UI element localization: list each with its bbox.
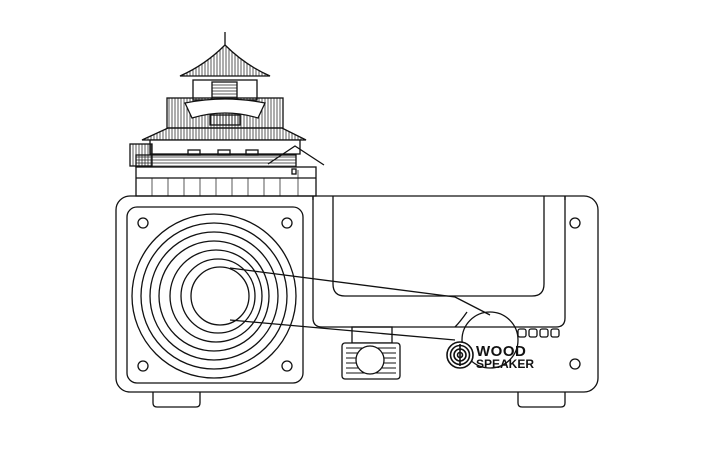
wood-rings-logo-icon [446, 341, 474, 369]
castle-base [135, 166, 317, 197]
speaker-body [115, 195, 599, 393]
castle-side-gable [267, 145, 325, 166]
castle-top-roof [179, 44, 271, 77]
top-compartment-outer [312, 196, 566, 328]
screw-icon [569, 358, 581, 370]
right-foot [517, 392, 566, 408]
screw-icon [137, 360, 149, 372]
castle [129, 32, 325, 197]
vent-grille [341, 342, 401, 380]
screw-icon [281, 217, 293, 229]
control-button[interactable] [550, 328, 560, 338]
logo-wordmark-line1: WOOD [476, 343, 527, 360]
vent-neck [351, 326, 393, 344]
control-button[interactable] [528, 328, 538, 338]
control-button[interactable] [517, 328, 527, 338]
knob [461, 311, 519, 369]
screw-icon [569, 217, 581, 229]
left-foot [152, 392, 201, 408]
control-button[interactable] [539, 328, 549, 338]
castle-middle-roof [141, 127, 307, 141]
logo-wordmark-line2: SPEAKER [476, 357, 535, 371]
driver-panel [126, 206, 304, 384]
castle-gable [184, 98, 266, 119]
screw-icon [281, 360, 293, 372]
speaker-cone [131, 213, 297, 379]
cable-line [229, 267, 456, 298]
screw-icon [137, 217, 149, 229]
cable-line [229, 319, 456, 341]
top-compartment-inner [332, 196, 545, 297]
